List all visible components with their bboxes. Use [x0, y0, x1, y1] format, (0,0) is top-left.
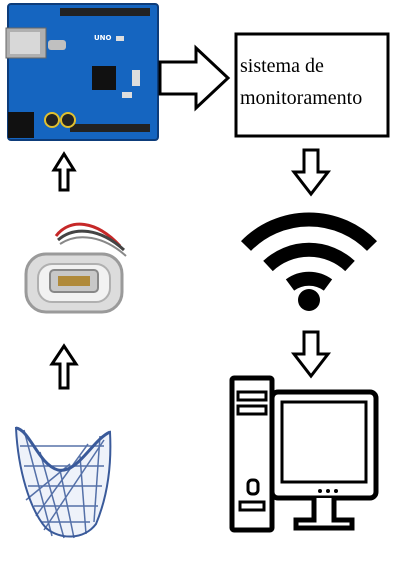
wifi-icon	[240, 212, 378, 311]
board-label: UNO	[94, 34, 112, 42]
monitoring-system-box: sistema de monitoramento	[234, 32, 390, 138]
fishing-net-icon	[14, 426, 112, 539]
load-cell-icon	[24, 222, 127, 314]
system-label-line-2: monitoramento	[240, 87, 362, 109]
arrow-right-icon	[158, 44, 231, 112]
arrow-down-icon	[290, 148, 332, 197]
arrow-up-icon	[51, 151, 77, 192]
desktop-computer-icon	[229, 375, 379, 533]
arrow-down-icon	[290, 330, 332, 379]
arrow-up-icon	[49, 343, 79, 390]
system-label-line-1: sistema de	[240, 55, 324, 77]
arduino-board-icon: UNO	[5, 3, 159, 141]
